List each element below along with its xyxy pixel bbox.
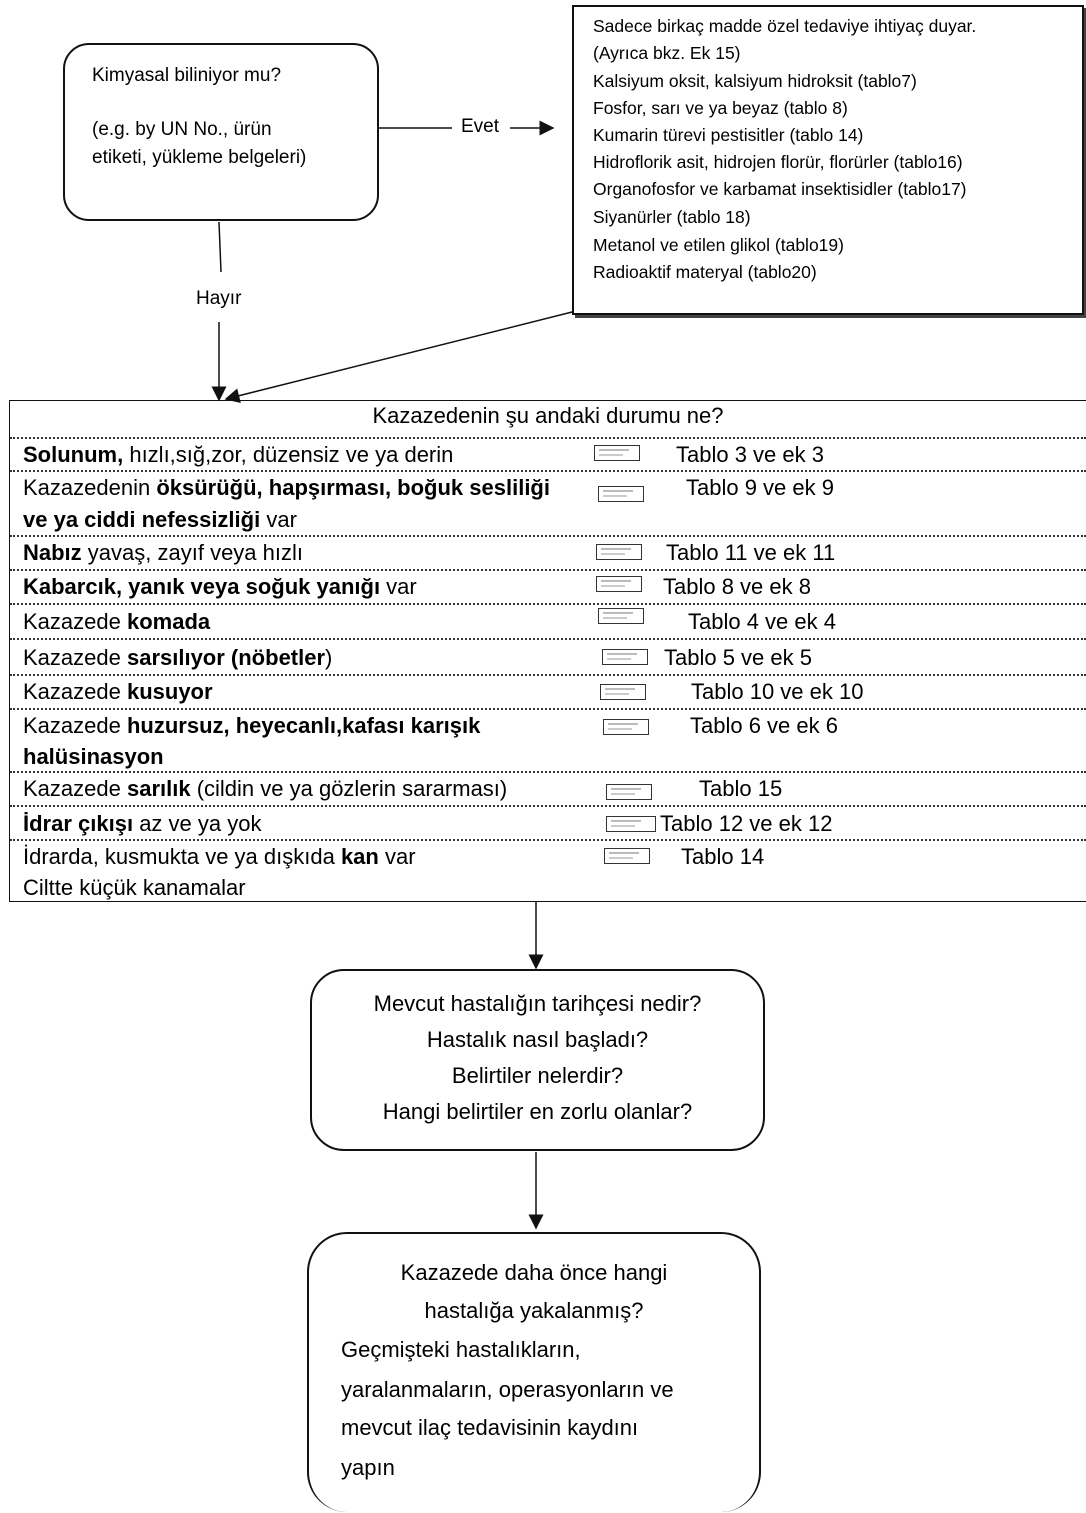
reference-icon <box>598 486 644 502</box>
table-reference: Tablo 9 ve ek 9 <box>686 475 834 500</box>
row-text: Kazazede sarılık (cildin ve ya gözlerin … <box>23 776 508 801</box>
history-line: Hastalık nasıl başladı? <box>426 1027 649 1052</box>
history-line: Belirtiler nelerdir? <box>451 1063 624 1088</box>
reference-icon <box>598 608 644 624</box>
row-text-line2: ve ya ciddi nefessizliği var <box>23 507 297 532</box>
table-row: Kabarcık, yanık veya soğuk yanığı var Ta… <box>10 569 1086 602</box>
special-line: Metanol ve etilen glikol (tablo19) <box>593 235 844 255</box>
table-reference: Tablo 11 ve ek 11 <box>666 540 836 565</box>
row-text-line2: halüsinasyon <box>23 744 164 769</box>
reference-icon <box>594 445 640 461</box>
table-row: Kazazede sarsılıyor (nöbetler) Tablo 5 v… <box>10 638 1086 673</box>
table-reference: Tablo 4 ve ek 4 <box>688 609 836 634</box>
no-connector-top <box>218 221 222 273</box>
current-state-table: Kazazedenin şu andaki durumu ne? Solunum… <box>9 400 1086 902</box>
special-line: Hidroflorik asit, hidrojen florür, florü… <box>593 152 963 172</box>
row-text: İdrarda, kusmukta ve ya dışkıda kan var <box>23 844 416 869</box>
special-line: Kumarin türevi pestisitler (tablo 14) <box>593 125 864 145</box>
past-title-line: hastalığa yakalanmış? <box>424 1298 644 1323</box>
special-line: Siyanürler (tablo 18) <box>593 207 751 227</box>
illness-history-box: Mevcut hastalığın tarihçesi nedir? Hasta… <box>310 969 765 1151</box>
special-line: (Ayrıca bkz. Ek 15) <box>593 43 741 63</box>
question-line-1: Kimyasal biliniyor mu? <box>92 65 282 86</box>
table-row: Kazazede komada Tablo 4 ve ek 4 <box>10 603 1086 637</box>
special-line: Radioaktif materyal (tablo20) <box>593 262 817 282</box>
table-reference: Tablo 8 ve ek 8 <box>663 574 811 599</box>
row-text: Kazazede huzursuz, heyecanlı,kafası karı… <box>23 713 481 738</box>
row-text: Kazazede sarsılıyor (nöbetler) <box>23 645 333 670</box>
reference-icon <box>606 784 652 800</box>
row-text: Kazazede kusuyor <box>23 679 213 704</box>
question-line-2: (e.g. by UN No., ürün <box>92 119 272 140</box>
past-illness-box: Kazazede daha önce hangi hastalığa yakal… <box>307 1232 761 1512</box>
row-text: Solunum, hızlı,sığ,zor, düzensiz ve ya d… <box>23 442 454 467</box>
past-instruction-line: Geçmişteki hastalıkların, <box>341 1337 581 1362</box>
row-text: Kazazedenin öksürüğü, hapşırması, boğuk … <box>23 475 550 500</box>
row-text: Kazazede komada <box>23 609 211 634</box>
chemical-known-question-box: Kimyasal biliniyor mu? (e.g. by UN No., … <box>63 43 379 221</box>
special-line: Kalsiyum oksit, kalsiyum hidroksit (tabl… <box>593 71 917 91</box>
history-line: Hangi belirtiler en zorlu olanlar? <box>382 1099 693 1124</box>
past-instruction-line: yapın <box>341 1455 395 1480</box>
reference-icon <box>596 576 642 592</box>
row-text: Nabız yavaş, zayıf veya hızlı <box>23 540 303 565</box>
table-row: Nabız yavaş, zayıf veya hızlı Tablo 11 v… <box>10 535 1086 568</box>
state-table-title: Kazazedenin şu andaki durumu ne? <box>372 403 724 428</box>
row-text: Kabarcık, yanık veya soğuk yanığı var <box>23 574 417 599</box>
table-reference: Tablo 3 ve ek 3 <box>676 442 824 467</box>
table-reference: Tablo 5 ve ek 5 <box>664 645 812 670</box>
table-row: İdrar çıkışı az ve ya yok Tablo 12 ve ek… <box>10 805 1086 838</box>
row-text-line2: Ciltte küçük kanamalar <box>23 875 246 900</box>
reference-icon <box>606 816 656 832</box>
special-line: Fosfor, sarı ve ya beyaz (tablo 8) <box>593 98 848 118</box>
list-to-table-arrow <box>224 309 581 403</box>
reference-icon <box>604 848 650 864</box>
table-row: Kazazedenin öksürüğü, hapşırması, boğuk … <box>10 470 1086 534</box>
table-row: Kazazede sarılık (cildin ve ya gözlerin … <box>10 771 1086 804</box>
special-treatment-box: Sadece birkaç madde özel tedaviye ihtiya… <box>572 5 1084 315</box>
history-line: Mevcut hastalığın tarihçesi nedir? <box>373 991 702 1016</box>
special-line: Organofosfor ve karbamat insektisidler (… <box>593 179 967 199</box>
special-line: Sadece birkaç madde özel tedaviye ihtiya… <box>593 16 977 36</box>
table-reference: Tablo 6 ve ek 6 <box>690 713 838 738</box>
question-line-3: etiketi, yükleme belgeleri) <box>92 147 307 168</box>
past-instruction-line: yaralanmaların, operasyonların ve <box>341 1377 674 1402</box>
reference-icon <box>600 684 646 700</box>
table-row: Solunum, hızlı,sığ,zor, düzensiz ve ya d… <box>10 437 1086 469</box>
past-title-line: Kazazede daha önce hangi <box>400 1260 668 1285</box>
table-reference: Tablo 14 <box>681 844 765 869</box>
table-reference: Tablo 12 ve ek 12 <box>660 811 833 836</box>
row-text: İdrar çıkışı az ve ya yok <box>23 811 262 836</box>
reference-icon <box>603 719 649 735</box>
past-instruction-line: mevcut ilaç tedavisinin kaydını <box>341 1415 639 1440</box>
no-label: Hayır <box>196 288 242 309</box>
table-row: İdrarda, kusmukta ve ya dışkıda kan var … <box>10 839 1086 901</box>
reference-icon <box>602 649 648 665</box>
table-row: Kazazede huzursuz, heyecanlı,kafası karı… <box>10 708 1086 770</box>
table-reference: Tablo 10 ve ek 10 <box>691 679 864 704</box>
table-reference: Tablo 15 <box>699 776 783 801</box>
table-row: Kazazede kusuyor Tablo 10 ve ek 10 <box>10 674 1086 707</box>
yes-label: Evet <box>461 116 500 137</box>
reference-icon <box>596 544 642 560</box>
